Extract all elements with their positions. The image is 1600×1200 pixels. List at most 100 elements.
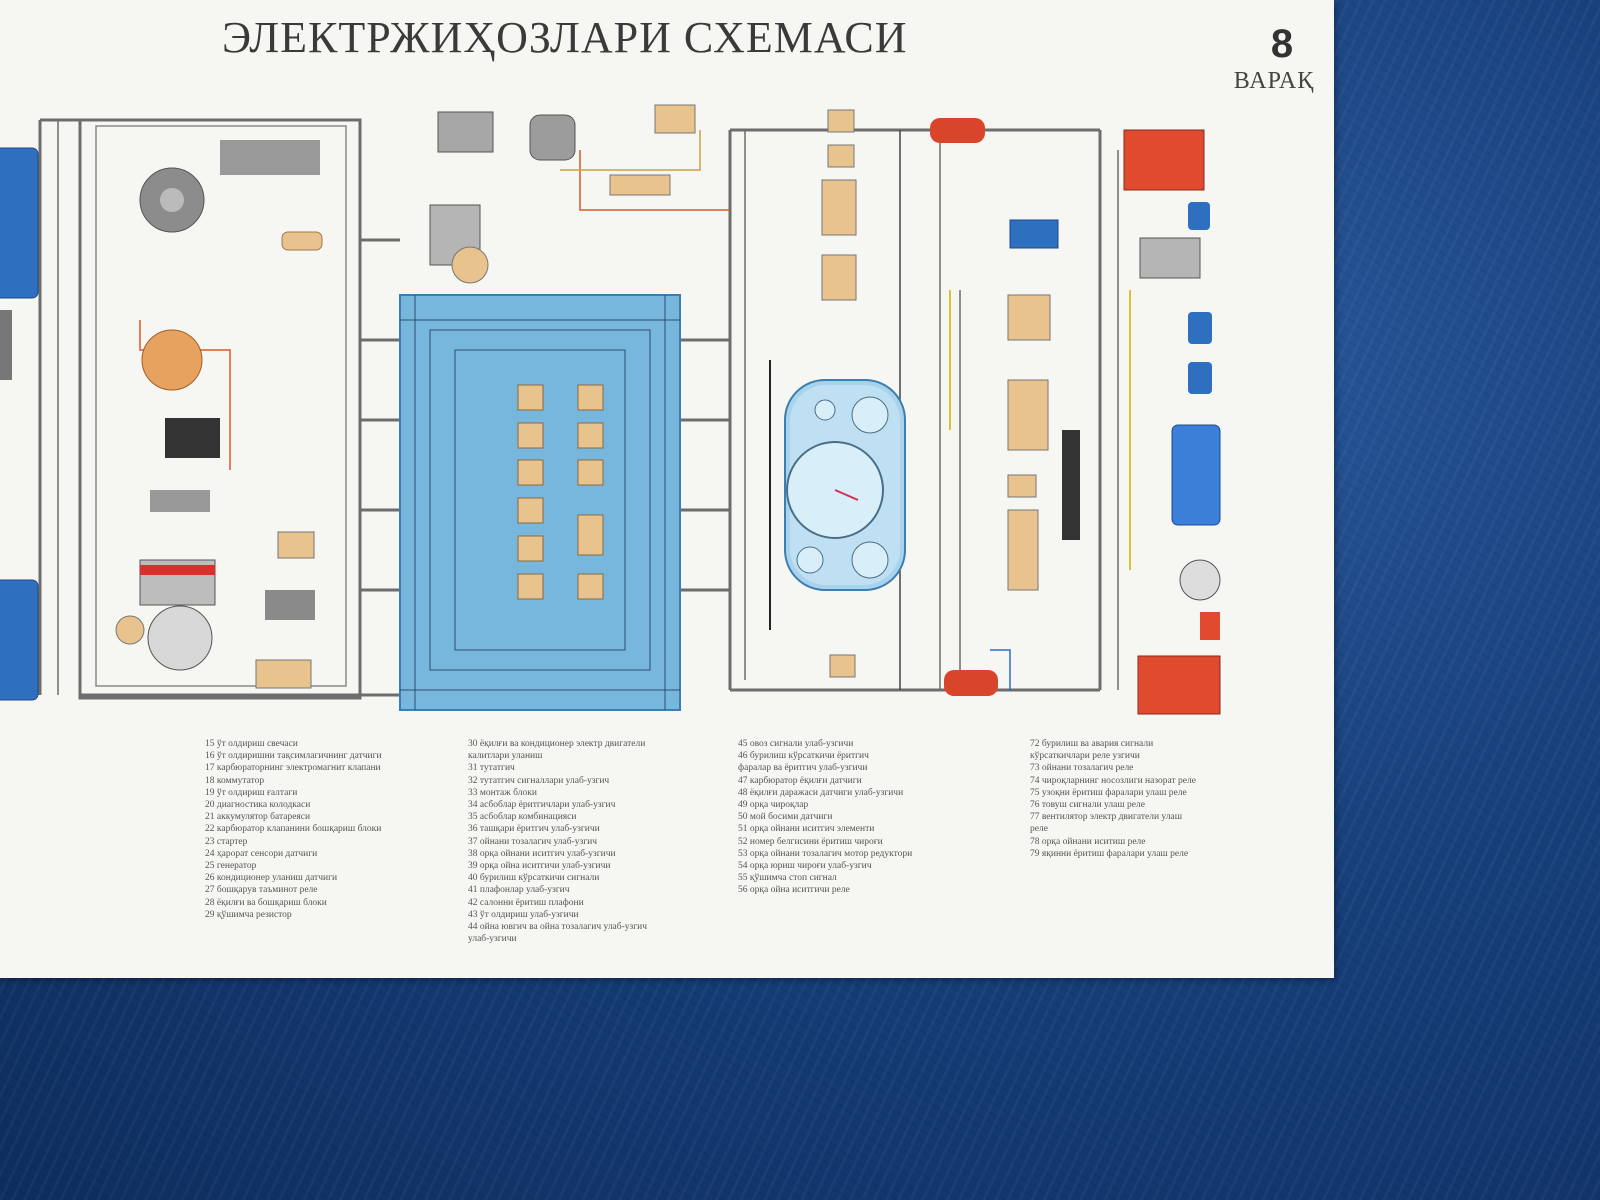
- legend-item: кўрсаткичлари реле узгичи: [1030, 751, 1140, 762]
- legend-item: 35 асбоблар комбинацияси: [468, 812, 577, 823]
- commutator: [150, 490, 210, 512]
- legend-item: 17 карбюраторнинг электромагнит клапани: [205, 763, 381, 774]
- ignition-distributor: [141, 329, 203, 391]
- legend-item: 15 ўт олдириш свечаси: [205, 739, 298, 749]
- legend-item: 26 кондиционер уланиш датчиги: [205, 873, 338, 884]
- legend-item: 38 орқа ойнани иситгич улаб-узгичи: [468, 848, 616, 859]
- legend-item: 48 ёқилғи даражаси датчиги улаб-узгичи: [738, 787, 904, 798]
- headlight-left-top: [0, 147, 39, 299]
- legend-item: 32 тутатгич сигналлари улаб-узгич: [468, 775, 610, 786]
- legend-item: 74 чироқларнинг носозлиги назорат реле: [1030, 775, 1196, 786]
- lamp-top: [930, 118, 985, 143]
- legend-item: 16 ўт олдиришни тақсимлагичнинг датчиги: [205, 751, 382, 762]
- spark-plug-cap: [281, 231, 323, 251]
- legend-item: 51 орқа ойнани иситгич элементи: [738, 824, 875, 835]
- connector-bottom: [829, 654, 856, 678]
- rear-window-heater: [1171, 424, 1221, 526]
- legend-item: 41 плафонлар улаб-узгич: [468, 885, 570, 896]
- legend-col-3: 30 ёқилғи ва кондиционер электр двигател…: [468, 738, 733, 945]
- switch-bank-4: [1007, 509, 1039, 591]
- legend-item: фаралар ва ёритгич улаб-узгичи: [738, 763, 868, 774]
- rear-wiper-motor: [1139, 237, 1201, 279]
- switch-f: [821, 254, 857, 301]
- switch-e: [821, 179, 857, 236]
- mounting-block: [399, 294, 681, 711]
- legend-item: 33 монтаж блоки: [468, 787, 537, 798]
- legend-item: 55 қўшимча стоп сигнал: [738, 873, 837, 884]
- legend-item: 42 салонни ёритиш плафони: [468, 897, 584, 908]
- legend-item: 43 ўт олдириш улаб-узгичи: [468, 909, 579, 920]
- legend-item: 44 ойна ювгич ва ойна тозалагич улаб-узг…: [468, 922, 648, 933]
- ignition-coil: [165, 418, 220, 458]
- tail-lamp-top: [1123, 129, 1205, 191]
- legend-item: 30 ёқилғи ва кондиционер электр двигател…: [468, 739, 646, 749]
- legend-item: калитлари уланиш: [468, 751, 543, 762]
- legend-item: 45 овоз сигнали улаб-узгичи: [738, 739, 854, 749]
- resistor-tag: [255, 659, 312, 689]
- legend-col-4: 45 овоз сигнали улаб-узгичи 46 бурилиш к…: [738, 738, 1013, 897]
- red-relay: [1200, 612, 1220, 640]
- fuse-blue-1: [1188, 202, 1210, 230]
- legend-item: 19 ўт олдириш ғалтаги: [205, 787, 298, 798]
- legend-item: 77 вентилятор электр двигатели улаш: [1030, 812, 1183, 823]
- legend-item: 75 узоқни ёритиш фаралари улаш реле: [1030, 787, 1187, 798]
- legend-item: 78 орқа ойнани иситиш реле: [1030, 836, 1146, 847]
- wiring-diagram: [0, 104, 1221, 715]
- legend-item: 21 аккумулятор батареяси: [205, 812, 311, 823]
- fuse-unit: [437, 111, 494, 153]
- sheet-number: 8: [1270, 22, 1294, 66]
- legend-item: 39 орқа ойна иситгичи улаб-узгичи: [468, 861, 611, 872]
- diagnostic-connector: [277, 531, 315, 559]
- legend-item: 23 стартер: [205, 836, 248, 847]
- legend-item: 20 диагностика колодкаси: [205, 800, 311, 811]
- switch-b: [609, 174, 671, 196]
- instrument-cluster: [784, 379, 906, 591]
- legend-item: 18 коммутатор: [205, 775, 265, 786]
- legend-item: 72 бурилиш ва авария сигнали: [1030, 739, 1154, 749]
- blue-relay: [1009, 219, 1059, 249]
- switch-bank-1: [1007, 294, 1051, 341]
- legend-item: улаб-узгичи: [468, 934, 517, 945]
- legend-item: 25 генератор: [205, 861, 257, 872]
- legend-item: реле: [1030, 824, 1048, 835]
- legend-item: 37 ойнани тозалагич улаб-узгич: [468, 836, 598, 847]
- relay-block: [220, 140, 320, 175]
- wire-harness: [38, 118, 1119, 700]
- legend-item: 36 ташқари ёритгич улаб-узгичи: [468, 824, 600, 835]
- legend-item: 24 ҳарорат сенсори датчиги: [205, 848, 318, 859]
- sheet-title: ЭЛЕКТРЖИҲОЗЛАРИ СХЕМАСИ: [222, 13, 908, 62]
- legend-item: 22 карбюратор клапанини бошқариш блоки: [205, 824, 382, 835]
- clamp: [265, 590, 315, 620]
- legend-item: 49 орқа чироқлар: [738, 800, 809, 811]
- switch-d: [827, 144, 855, 168]
- switch-bank-3: [1007, 474, 1037, 498]
- legend-item: 53 орқа ойнани тозалагич мотор редуктори: [738, 848, 913, 859]
- lamp-bottom: [944, 670, 998, 696]
- legend-item: 54 орқа юриш чироғи улаб-узгич: [738, 861, 872, 872]
- legend-item: 76 товуш сигнали улаш реле: [1030, 800, 1145, 811]
- tail-lamp-bottom: [1137, 655, 1221, 715]
- legend-item: 52 номер белгисини ёритиш чироғи: [738, 836, 883, 847]
- legend-col-5: 72 бурилиш ва авария сигнали кўрсаткичла…: [1030, 738, 1310, 860]
- legend-col-2: 15 ўт олдириш свечаси 16 ўт олдиришни та…: [205, 738, 460, 921]
- schematic-sheet: ЭЛЕКТРЖИҲОЗЛАРИ СХЕМАСИ 8 ВАРАҚ: [0, 0, 1334, 978]
- legend-item: 27 бошқарув таъминот реле: [205, 885, 318, 896]
- sheet-label: ВАРАҚ: [1233, 68, 1315, 94]
- legend-item: 79 яқинни ёритиш фаралари улаш реле: [1030, 848, 1189, 859]
- headlight-left-bottom: [0, 579, 39, 701]
- legend-item: 31 тутатгич: [468, 763, 515, 774]
- heater-fan: [529, 114, 576, 161]
- switch-c: [827, 109, 855, 133]
- legend-item: 47 карбюратор ёқилғи датчиги: [738, 775, 862, 786]
- legend-item: 29 қўшимча резистор: [205, 909, 292, 920]
- starter: [147, 605, 213, 671]
- legend-item: 40 бурилиш кўрсаткичи сигнали: [468, 873, 600, 884]
- legend-item: 46 бурилиш кўрсаткичи ёритгич: [738, 751, 869, 762]
- left-connector: [0, 310, 12, 380]
- fuse-blue-2: [1188, 312, 1212, 344]
- fuse-blue-3: [1188, 362, 1212, 394]
- switch-bank-2: [1007, 379, 1049, 451]
- legend-item: 28 ёқилғи ва бошқариш блоки: [205, 897, 327, 908]
- legend-item: 50 мой босими датчиги: [738, 812, 833, 823]
- legend-item: 73 ойнани тозалагич реле: [1030, 763, 1134, 774]
